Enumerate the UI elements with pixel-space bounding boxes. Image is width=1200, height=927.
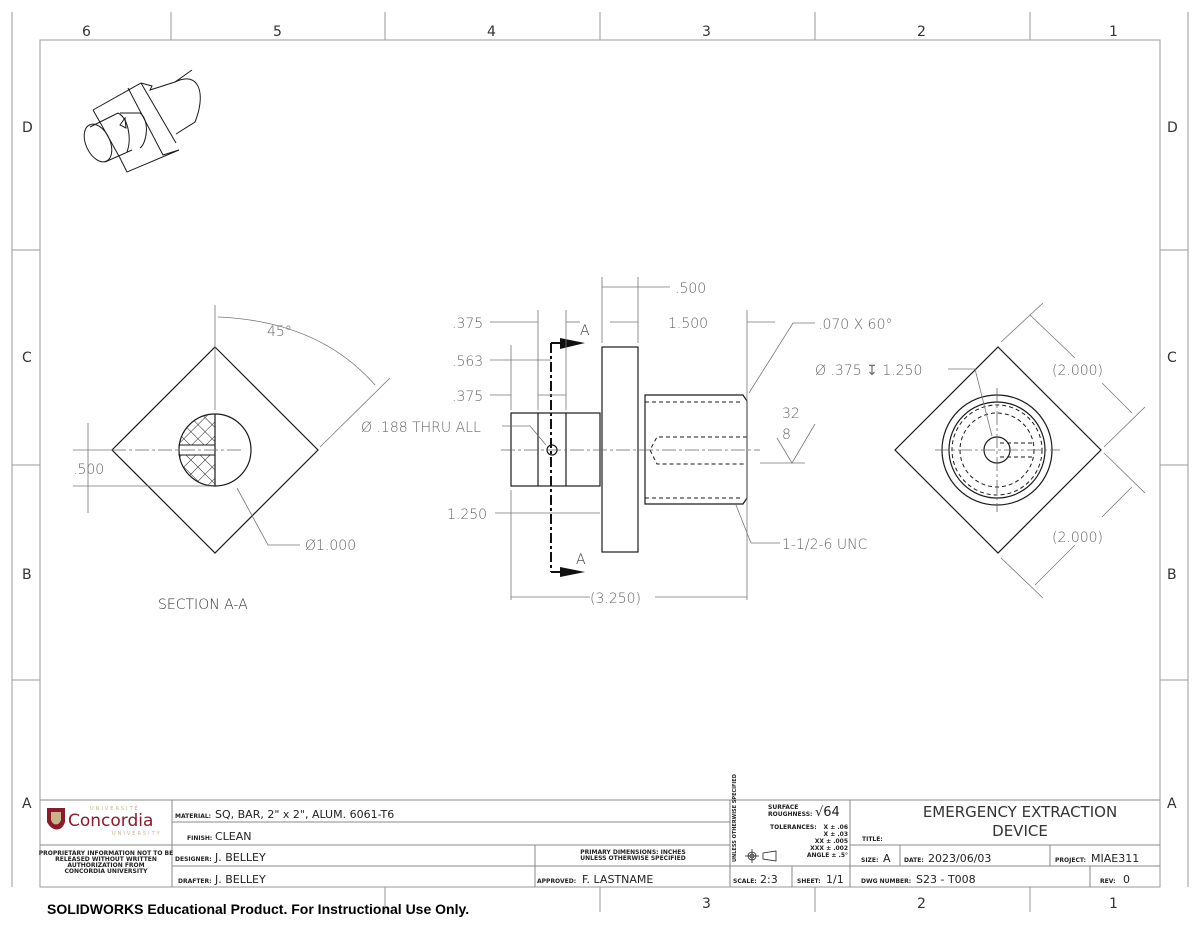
dwg-number-label: DWG NUMBER:: [861, 878, 911, 885]
section-view: 45° .500 Ø1.000 SECTION A-A: [73, 305, 391, 613]
projection-symbol-icon: [745, 849, 777, 863]
drafter-label: DRAFTER:: [178, 878, 212, 885]
zone-row: C: [22, 350, 32, 366]
thread-callout: 1-1/2-6 UNC: [782, 537, 868, 553]
section-label: SECTION A-A: [158, 597, 248, 613]
overall-length-dimension: (3.250): [590, 591, 641, 607]
zone-row: D: [1167, 120, 1178, 136]
project-label: PROJECT:: [1055, 857, 1086, 864]
drafter-value: J. BELLEY: [214, 873, 266, 886]
angle-dimension: 45°: [267, 324, 292, 340]
title-label: TITLE:: [862, 836, 883, 843]
zone-row: A: [22, 796, 32, 812]
scale-value: 2:3: [760, 873, 778, 886]
surface-finish-top: 32: [782, 406, 800, 422]
logo-top: UNIVERSITÉ: [90, 804, 140, 812]
logo-bottom: UNIVERSITY: [112, 831, 162, 837]
tolerance: ANGLE ± .5°: [807, 852, 848, 859]
chamfer-callout: .070 X 60°: [818, 317, 892, 333]
rev-value: 0: [1123, 873, 1130, 886]
proprietary-notice: PROPRIETARY INFORMATION NOT TO BE: [39, 850, 173, 857]
approved-label: APPROVED:: [537, 878, 576, 885]
proprietary-notice: AUTHORIZATION FROM: [67, 862, 144, 869]
drawing-title: DEVICE: [992, 822, 1048, 840]
zone-col: 3: [702, 896, 711, 912]
zone-col: 6: [82, 24, 91, 40]
surface-label: SURFACE: [768, 804, 798, 811]
designer-value: J. BELLEY: [214, 851, 266, 864]
width-dimension-2: (2.000): [1052, 530, 1103, 546]
concordia-logo: UNIVERSITÉ Concordia UNIVERSITY: [47, 804, 162, 837]
isometric-view: [83, 69, 201, 173]
size-label: SIZE:: [861, 857, 878, 864]
zone-col: 1: [1109, 896, 1118, 912]
diameter-dimension: Ø1.000: [305, 538, 356, 554]
material-label: MATERIAL:: [175, 813, 211, 820]
surface-finish-bottom: 8: [782, 427, 791, 443]
unless-specified-note: UNLESS OTHERWISE SPECIFIED: [732, 774, 738, 862]
sheet-border: [11, 12, 1189, 912]
approved-value: F. LASTNAME: [582, 873, 653, 886]
tolerance: X ± .06: [824, 824, 848, 831]
date-value: 2023/06/03: [928, 852, 991, 865]
tolerance: XXX ± .002: [810, 845, 848, 852]
zone-col: 3: [702, 24, 711, 40]
hole-callout: Ø .188 THRU ALL: [361, 420, 481, 436]
zone-col: 2: [917, 24, 926, 40]
material-value: SQ, BAR, 2" x 2", ALUM. 6061-T6: [215, 808, 394, 821]
dimension-375: .375: [452, 389, 483, 405]
zone-col: 4: [487, 24, 496, 40]
dwg-number-value: S23 - T008: [916, 873, 976, 886]
flange-thickness-dimension: .500: [675, 281, 706, 297]
watermark: SOLIDWORKS Educational Product. For Inst…: [47, 901, 470, 917]
tolerances-label: TOLERANCES:: [770, 824, 817, 831]
primary-dimensions-note: PRIMARY DIMENSIONS: INCHES: [580, 849, 685, 856]
zone-row: B: [22, 567, 32, 583]
designer-label: DESIGNER:: [175, 856, 212, 863]
dimension-375-top: .375: [452, 316, 483, 332]
drawing-title: EMERGENCY EXTRACTION: [923, 803, 1117, 821]
surface-label: ROUGHNESS:: [768, 811, 812, 818]
proprietary-notice: CONCORDIA UNIVERSITY: [64, 868, 148, 875]
tolerance: XX ± .005: [815, 838, 848, 845]
sheet-label: SHEET:: [797, 878, 821, 885]
date-label: DATE:: [904, 857, 924, 864]
end-view: Ø .375 ↧ 1.250 (2.000) (2.000): [815, 302, 1146, 599]
zone-row: C: [1167, 350, 1177, 366]
section-marker: A: [580, 323, 590, 339]
front-view: A A .500 .375 1.500 .563 .375 Ø .188 THR…: [361, 277, 892, 607]
size-value: A: [883, 852, 891, 865]
section-marker: A: [576, 552, 586, 568]
zone-col: 2: [917, 896, 926, 912]
zone-col: 5: [273, 24, 282, 40]
zone-labels: 6 5 4 3 2 1 D C B A D C B A 3 2 1: [22, 24, 1178, 912]
surface-roughness-value: √64: [815, 805, 840, 820]
primary-dimensions-note: UNLESS OTHERWISE SPECIFIED: [580, 855, 685, 862]
bore-callout: Ø .375 ↧ 1.250: [815, 363, 922, 379]
thread-length-dimension: 1.500: [668, 316, 708, 332]
zone-row: D: [22, 120, 33, 136]
title-block: UNIVERSITÉ Concordia UNIVERSITY PROPRIET…: [39, 774, 1160, 887]
width-dimension: .500: [73, 462, 104, 478]
rev-label: REV:: [1100, 878, 1116, 885]
tolerance: X ± .03: [824, 831, 848, 838]
dimension-563: .563: [452, 354, 483, 370]
project-value: MIAE311: [1091, 852, 1139, 865]
width-dimension-1: (2.000): [1052, 363, 1103, 379]
scale-label: SCALE:: [733, 878, 757, 885]
proprietary-notice: RELEASED WITHOUT WRITTEN: [55, 856, 157, 863]
zone-col: 1: [1109, 24, 1118, 40]
logo-name: Concordia: [68, 811, 153, 831]
shaft-length-dimension: 1.250: [447, 507, 487, 523]
finish-value: CLEAN: [215, 830, 252, 843]
sheet-value: 1/1: [826, 873, 844, 886]
zone-row: B: [1167, 567, 1177, 583]
finish-label: FINISH:: [187, 835, 212, 842]
zone-row: A: [1167, 796, 1177, 812]
